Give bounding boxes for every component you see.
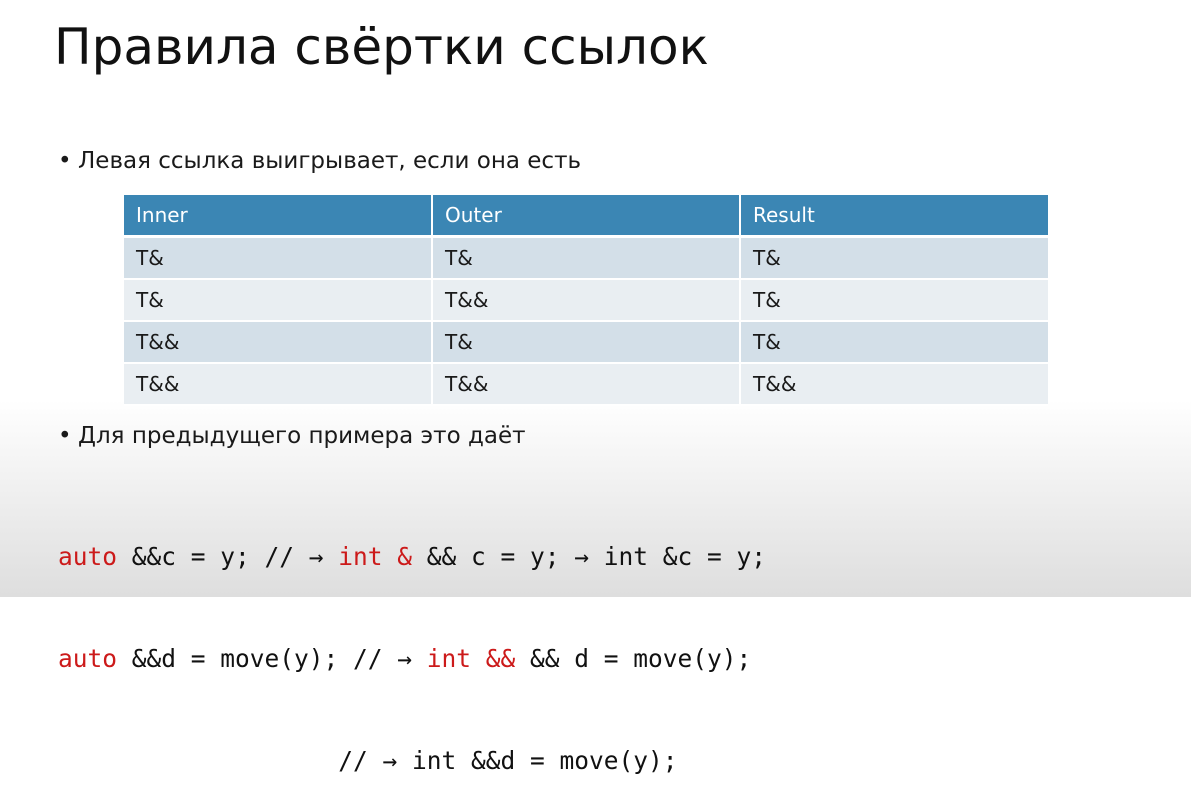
table-cell: T& (740, 236, 1048, 280)
table-cell: T& (432, 236, 741, 280)
reference-collapsing-table: Inner Outer Result T& T& T& T& T&& T& T&… (124, 195, 1048, 406)
code-text: &&d = move(y); // → (117, 644, 427, 673)
table-cell: T& (740, 321, 1048, 364)
code-line: auto &&d = move(y); // → int && && d = m… (58, 642, 766, 676)
bullet-dot-icon: • (58, 423, 72, 449)
table-cell: T&& (432, 279, 741, 322)
table-row: T&& T& T& (124, 321, 1048, 364)
code-text: && c = y; → int &c = y; (412, 542, 767, 571)
bullet-text: Левая ссылка выигрывает, если она есть (78, 148, 582, 174)
table-cell: T&& (740, 363, 1048, 406)
table-header-row: Inner Outer Result (124, 195, 1048, 238)
table-row: T&& T&& T&& (124, 363, 1048, 406)
code-keyword: auto (58, 644, 118, 673)
code-text: && d = move(y); (515, 644, 752, 673)
table-row: T& T&& T& (124, 279, 1048, 322)
code-keyword: auto (58, 542, 118, 571)
table-cell: T& (124, 279, 433, 322)
code-highlight: int && (426, 644, 516, 673)
column-header-outer: Outer (432, 195, 741, 238)
code-line: // → int &&d = move(y); (58, 744, 766, 778)
code-text: &&c = y; // → (117, 542, 339, 571)
column-header-result: Result (740, 195, 1048, 238)
table-cell: T& (740, 279, 1048, 322)
column-header-inner: Inner (124, 195, 433, 238)
table-cell: T&& (432, 363, 741, 406)
code-text: // → int &&d = move(y); (58, 746, 678, 775)
table-cell: T& (432, 321, 741, 364)
bullet-text: Для предыдущего примера это даёт (78, 423, 526, 449)
bullet-item: •Левая ссылка выигрывает, если она есть (58, 146, 581, 176)
bullet-dot-icon: • (58, 148, 72, 174)
table-row: T& T& T& (124, 236, 1048, 280)
slide-title: Правила свёртки ссылок (54, 18, 709, 76)
code-highlight: int & (338, 542, 413, 571)
table-cell: T&& (124, 363, 433, 406)
code-block: auto &&c = y; // → int & && c = y; → int… (58, 472, 766, 812)
table-cell: T&& (124, 321, 433, 364)
code-line: auto &&c = y; // → int & && c = y; → int… (58, 540, 766, 574)
table-cell: T& (124, 236, 433, 280)
bullet-item: •Для предыдущего примера это даёт (58, 421, 526, 451)
